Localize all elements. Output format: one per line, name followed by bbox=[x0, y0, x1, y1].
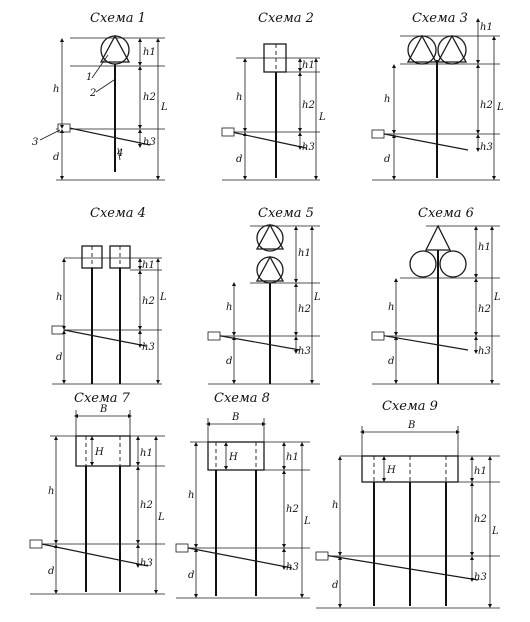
scheme-4-label-h2: h2 bbox=[142, 296, 155, 307]
scheme-3-label-h: h bbox=[384, 94, 390, 105]
scheme-5-label-d: d bbox=[226, 356, 232, 367]
scheme-9-label-H: H bbox=[386, 465, 396, 476]
scheme-6-circle-right bbox=[439, 250, 467, 278]
scheme-9-label-h2: h2 bbox=[474, 514, 487, 525]
scheme-2-label-h3: h3 bbox=[302, 142, 315, 153]
scheme-1-label-4: 4 bbox=[116, 148, 123, 159]
scheme-6-label-h: h bbox=[388, 302, 394, 313]
scheme-4-label-h: h bbox=[56, 292, 62, 303]
scheme-9-label-B: B bbox=[407, 420, 415, 431]
scheme-7-title: Схема 7 bbox=[74, 391, 131, 406]
scheme-7-label-h: h bbox=[48, 486, 54, 497]
scheme-8-rect-sign bbox=[207, 441, 265, 471]
scheme-4-label-h3: h3 bbox=[142, 342, 155, 353]
scheme-9-label-h: h bbox=[332, 500, 338, 511]
scheme-5-label-h1: h1 bbox=[298, 248, 311, 259]
scheme-4: Схема 4 h d h1 h2 h3 L bbox=[51, 206, 167, 385]
scheme-7: Схема 7 B H h d h1 h2 h3 L bbox=[29, 391, 165, 595]
scheme-8-label-h1: h1 bbox=[286, 452, 299, 463]
scheme-1: Схема 1 h d h1 h2 h3 L 1 2 3 4 bbox=[32, 11, 168, 181]
scheme-7-label-B: B bbox=[99, 404, 107, 415]
scheme-9: Схема 9 B H h d h1 h2 h3 L bbox=[315, 399, 500, 609]
scheme-8-label-h3: h3 bbox=[286, 562, 299, 573]
scheme-7-label-h3: h3 bbox=[140, 558, 153, 569]
scheme-2-label-d: d bbox=[236, 154, 242, 165]
scheme-3-label-h2: h2 bbox=[480, 100, 493, 111]
scheme-9-label-h3: h3 bbox=[474, 572, 487, 583]
scheme-7-label-L: L bbox=[157, 512, 165, 523]
scheme-2-title: Схема 2 bbox=[258, 11, 314, 26]
scheme-9-label-L: L bbox=[491, 526, 499, 537]
scheme-3-circle-left bbox=[407, 35, 437, 65]
scheme-5-label-L: L bbox=[313, 292, 321, 303]
scheme-1-label-h: h bbox=[53, 84, 59, 95]
scheme-8-label-H: H bbox=[228, 452, 238, 463]
scheme-1-label-2: 2 bbox=[89, 88, 96, 99]
scheme-8: Схема 8 B H h d h1 h2 h3 L bbox=[175, 391, 311, 599]
scheme-5-title: Схема 5 bbox=[258, 206, 314, 221]
scheme-9-title: Схема 9 bbox=[382, 399, 438, 414]
scheme-3-title: Схема 3 bbox=[412, 11, 468, 26]
scheme-5-label-h: h bbox=[226, 302, 232, 313]
scheme-3-label-d: d bbox=[384, 154, 390, 165]
scheme-7-label-d: d bbox=[48, 566, 54, 577]
scheme-6-title: Схема 6 bbox=[418, 206, 474, 221]
scheme-1-label-1: 1 bbox=[86, 72, 92, 83]
scheme-8-label-d: d bbox=[188, 570, 194, 581]
scheme-8-label-B: B bbox=[231, 412, 239, 423]
scheme-1-triangle bbox=[99, 34, 131, 63]
scheme-6-triangle bbox=[424, 224, 452, 251]
scheme-5-label-h2: h2 bbox=[298, 304, 311, 315]
scheme-3: Схема 3 h d h1 h2 h3 L bbox=[371, 11, 504, 181]
scheme-6-label-h3: h3 bbox=[478, 346, 491, 357]
scheme-6: Схема 6 h d h1 h2 h3 L bbox=[371, 206, 501, 385]
scheme-8-title: Схема 8 bbox=[214, 391, 270, 406]
scheme-6-circle-left bbox=[409, 250, 437, 278]
scheme-1-label-L: L bbox=[160, 102, 168, 113]
scheme-2-label-h1: h1 bbox=[302, 60, 315, 71]
scheme-5-circle-lower bbox=[256, 256, 284, 284]
scheme-1-label-3: 3 bbox=[32, 137, 38, 148]
scheme-7-label-h1: h1 bbox=[140, 448, 153, 459]
scheme-4-label-d: d bbox=[56, 352, 62, 363]
scheme-4-label-h1: h1 bbox=[142, 260, 155, 271]
scheme-3-circle-right bbox=[437, 35, 467, 65]
scheme-1-label-h3: h3 bbox=[143, 137, 156, 148]
scheme-8-label-h: h bbox=[188, 490, 194, 501]
scheme-6-label-h2: h2 bbox=[478, 304, 491, 315]
scheme-5-label-h3: h3 bbox=[298, 346, 311, 357]
scheme-3-label-h3: h3 bbox=[480, 142, 493, 153]
scheme-2-label-h2: h2 bbox=[302, 100, 315, 111]
scheme-1-title: Схема 1 bbox=[90, 11, 146, 26]
scheme-7-label-h2: h2 bbox=[140, 500, 153, 511]
scheme-2-label-L: L bbox=[318, 112, 326, 123]
scheme-8-label-h2: h2 bbox=[286, 504, 299, 515]
scheme-4-label-L: L bbox=[159, 292, 167, 303]
scheme-1-label-h2: h2 bbox=[143, 92, 156, 103]
scheme-3-label-h1: h1 bbox=[480, 22, 493, 33]
scheme-1-label-h1: h1 bbox=[143, 47, 156, 58]
scheme-7-label-H: H bbox=[94, 447, 104, 458]
scheme-2: Схема 2 h d h1 h2 h3 L bbox=[221, 11, 326, 181]
scheme-5-circle-upper bbox=[256, 224, 284, 252]
scheme-9-label-d: d bbox=[332, 580, 338, 591]
scheme-6-label-L: L bbox=[493, 292, 501, 303]
scheme-2-label-h: h bbox=[236, 92, 242, 103]
scheme-1-label-d: d bbox=[53, 152, 59, 163]
scheme-4-title: Схема 4 bbox=[90, 206, 146, 221]
scheme-3-label-L: L bbox=[496, 102, 504, 113]
scheme-9-label-h1: h1 bbox=[474, 466, 487, 477]
scheme-6-label-d: d bbox=[388, 356, 394, 367]
scheme-6-label-h1: h1 bbox=[478, 242, 491, 253]
scheme-8-label-L: L bbox=[303, 516, 311, 527]
scheme-5: Схема 5 h d h1 h2 h3 L bbox=[207, 206, 321, 385]
scheme-1-circle bbox=[100, 35, 130, 65]
